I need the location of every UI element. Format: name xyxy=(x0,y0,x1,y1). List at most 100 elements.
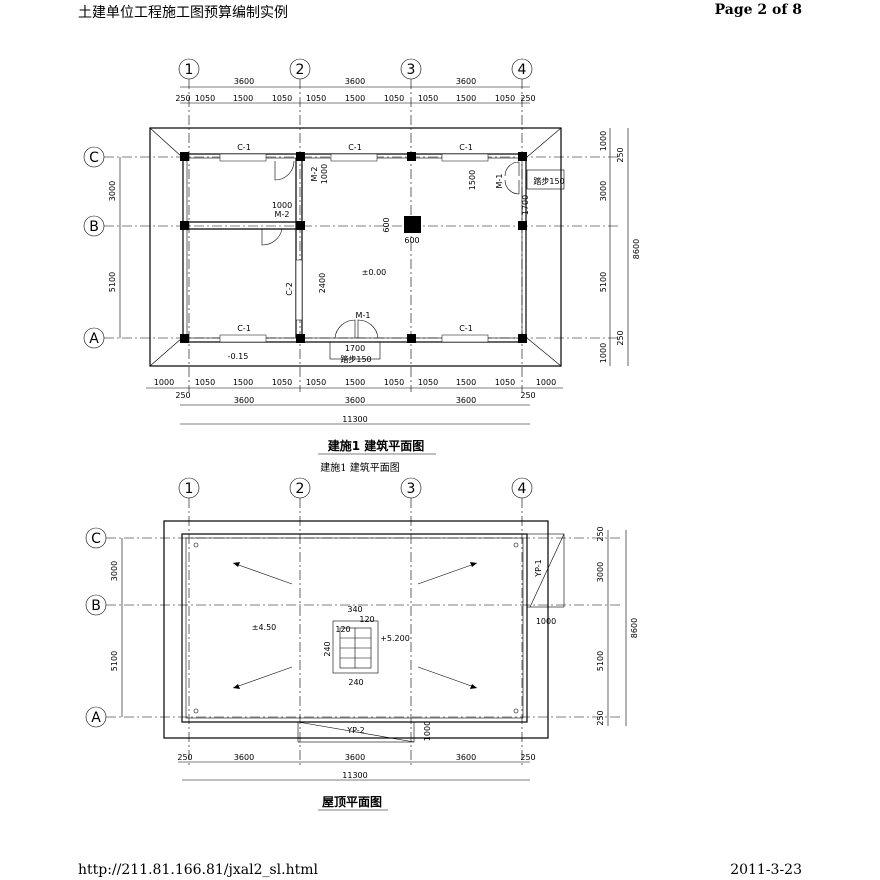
dim-right: 1000 xyxy=(599,343,608,363)
dim-total: 11300 xyxy=(342,415,367,424)
dim-end: 250 xyxy=(177,753,192,762)
grid-label: A xyxy=(89,331,99,347)
eaves-outline xyxy=(149,127,562,367)
dim-sub: 1050 xyxy=(384,378,404,387)
dim-span: 3600 xyxy=(345,753,365,762)
door-label: M-2 xyxy=(310,167,319,182)
dim-sub: 1050 xyxy=(272,94,292,103)
window-label: C-1 xyxy=(459,143,473,152)
dim-2400: 2400 xyxy=(318,273,327,293)
dim-sub: 1500 xyxy=(233,378,253,387)
window-label: C-1 xyxy=(348,143,362,152)
grid-label: 2 xyxy=(296,62,305,78)
column-dim: 600 xyxy=(404,236,419,245)
columns xyxy=(180,152,527,343)
grid-label: 3 xyxy=(407,481,416,497)
side-step xyxy=(526,169,565,190)
floor-elevation: ±0.00 xyxy=(362,268,387,277)
plan2-grid-row-A: A xyxy=(85,706,620,728)
door-dim: 1500 xyxy=(468,170,477,190)
dim-span: 3600 xyxy=(234,77,254,86)
document-title: 土建单位工程施工图预算编制实例 xyxy=(78,5,288,21)
door-dim: 1000 xyxy=(320,164,329,184)
dim-right: 250 xyxy=(616,147,625,162)
dim-sub: 1500 xyxy=(345,378,365,387)
plan1-grid-row-B: B xyxy=(83,215,620,237)
dim-sub: 1050 xyxy=(306,378,326,387)
grid-label: C xyxy=(89,150,99,166)
plan2-grid-col-1: 1 xyxy=(178,477,200,766)
column-dim: 600 xyxy=(382,217,391,232)
roof-eaves xyxy=(163,520,549,739)
dim-span: 3600 xyxy=(345,396,365,405)
chimney-dim: 240 xyxy=(323,641,332,656)
dim-left: 3000 xyxy=(110,561,119,581)
center-column xyxy=(404,216,421,233)
dim-span: 3600 xyxy=(234,753,254,762)
plan1-title: 建施1 建筑平面图 xyxy=(327,438,425,453)
dim-right: 5100 xyxy=(596,651,605,671)
canopy-dim: 1000 xyxy=(536,617,556,626)
dim-right-total: 8600 xyxy=(630,618,639,638)
dim-sub: 1050 xyxy=(195,94,215,103)
chimney-dim: 240 xyxy=(348,678,363,687)
door-label: M-1 xyxy=(495,174,504,189)
dim-sub: 1500 xyxy=(456,94,476,103)
dim-left: 3000 xyxy=(108,181,117,201)
plan2-grid-col-2: 2 xyxy=(289,477,311,766)
grid-label: 1 xyxy=(185,62,194,78)
grid-label: B xyxy=(89,219,99,235)
dim-span: 3600 xyxy=(456,77,476,86)
grid-label: 3 xyxy=(407,62,416,78)
dim-right: 250 xyxy=(596,710,605,725)
plan2-title: 屋顶平面图 xyxy=(322,795,382,809)
page-number: Page 2 of 8 xyxy=(714,2,802,18)
door-dim: 1000 xyxy=(272,201,292,210)
door-dim: 1700 xyxy=(521,195,530,215)
door-dim: 1700 xyxy=(345,344,365,353)
dim-sub: 1050 xyxy=(418,378,438,387)
dim-sub: 1050 xyxy=(306,94,326,103)
plan1-caption: 建施1 建筑平面图 xyxy=(320,461,400,474)
window-label: C-2 xyxy=(285,282,294,296)
dim-sub: 1050 xyxy=(195,378,215,387)
grid-label: 4 xyxy=(518,62,527,78)
dim-right: 250 xyxy=(596,526,605,541)
chimney-dim: 120 xyxy=(359,615,374,624)
entrance-step xyxy=(329,341,381,360)
dim-right-total: 8600 xyxy=(632,239,641,259)
dim-span: 3600 xyxy=(456,396,476,405)
door-label: M-2 xyxy=(275,210,290,219)
canopy-dim: 1000 xyxy=(423,721,432,741)
roof-plan: 1 2 3 4 C B A xyxy=(85,477,639,811)
dim-sub: 1050 xyxy=(384,94,404,103)
dim-sub: 1500 xyxy=(345,94,365,103)
dim-sub: 1050 xyxy=(495,94,515,103)
window-label: C-1 xyxy=(237,324,251,333)
canopy-label: YP-2 xyxy=(346,726,365,735)
plan2-grid-row-B: B xyxy=(85,594,620,616)
dim-left: 5100 xyxy=(110,651,119,671)
dim-sub: 1050 xyxy=(495,378,515,387)
dim-end: 250 xyxy=(520,391,535,400)
plan2-grid-col-3: 3 xyxy=(400,477,422,766)
door-label: M-1 xyxy=(356,311,371,320)
grid-label: 4 xyxy=(518,481,527,497)
dim-span: 3600 xyxy=(345,77,365,86)
step-label: 踏步150 xyxy=(533,176,564,186)
footer-url: http://211.81.166.81/jxal2_sl.html xyxy=(78,862,318,878)
grid-label: C xyxy=(91,531,101,547)
outdoor-elevation: -0.15 xyxy=(228,352,249,361)
dim-sub: 1050 xyxy=(272,378,292,387)
floor-plan: 1 2 3 4 C B A xyxy=(83,58,641,474)
chimney-elevation: +5.200 xyxy=(380,634,410,643)
chimney-dim: 120 xyxy=(335,625,350,634)
grid-label: A xyxy=(91,710,101,726)
dim-sub: 1000 xyxy=(154,378,174,387)
chimney-dim: 340 xyxy=(347,605,362,614)
chimney: 340 240 240 120 120 +5.200 xyxy=(323,605,410,687)
plan2-grid-col-4: 4 xyxy=(511,477,533,766)
dim-sub: 1050 xyxy=(418,94,438,103)
dim-total: 11300 xyxy=(342,771,367,780)
